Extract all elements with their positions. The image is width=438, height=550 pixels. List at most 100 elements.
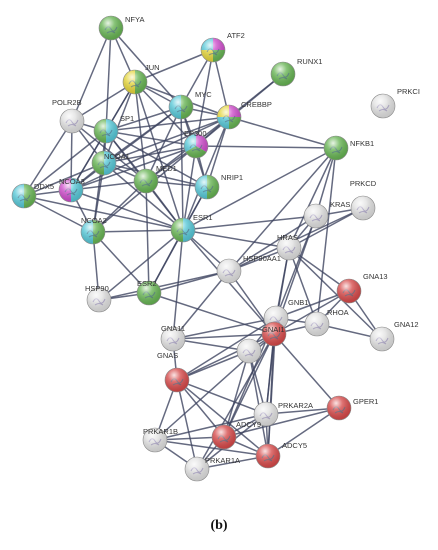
node-gna12[interactable]: GNA12 — [369, 320, 419, 352]
node-label-nrip1: NRIP1 — [221, 173, 243, 182]
edge-crebbp-nfkb1 — [228, 116, 337, 149]
node-gna11[interactable]: GNA11 — [160, 324, 186, 352]
node-polr2b[interactable]: POLR2B — [52, 98, 85, 134]
node-adcy9[interactable]: ADCY9 — [211, 420, 261, 450]
edge-gper1-adcy9 — [223, 407, 340, 438]
node-label-gnai1: GNAI1 — [262, 325, 285, 334]
edge-jun-ncoa1 — [103, 81, 136, 164]
node-gloss — [170, 217, 196, 243]
node-gloss — [136, 280, 162, 306]
edge-jun-ep300 — [134, 81, 197, 147]
node-adcy5[interactable]: ADCY5 — [255, 441, 307, 469]
node-prkar1a[interactable]: PRKAR1A — [184, 456, 240, 482]
node-label-esr1: ESR1 — [193, 213, 213, 222]
edge-myc-sp1 — [105, 106, 182, 132]
node-jun[interactable]: JUN — [122, 63, 160, 95]
node-label-prkar1b: PRKAR1B — [143, 427, 178, 436]
node-sp1[interactable]: SP1 — [93, 114, 134, 144]
edge-ncoa1-ddx5 — [23, 162, 105, 197]
node-med1[interactable]: MED1 — [133, 164, 177, 194]
node-label-adcy5: ADCY5 — [282, 441, 307, 450]
node-ncoa1[interactable]: NCOA1 — [91, 150, 130, 176]
node-gloss — [183, 133, 209, 159]
node-gloss — [80, 219, 106, 245]
edge-ep300-sp1 — [105, 130, 197, 147]
node-nfya[interactable]: NFYA — [98, 15, 144, 41]
node-prkar1b[interactable]: PRKAR1B — [142, 427, 178, 453]
edge-gnai1-gper1 — [273, 333, 340, 409]
edge-gnb1-gnas — [176, 317, 277, 381]
node-gper1[interactable]: GPER1 — [326, 395, 378, 421]
node-gloss — [98, 15, 124, 41]
node-hsp90aa1[interactable]: HSP90AA1 — [216, 254, 281, 284]
node-esr1[interactable]: ESR1 — [170, 213, 213, 243]
edge-gnai1-prkar1a — [196, 333, 275, 470]
edge-ncoa3-med1 — [70, 180, 147, 191]
edge-gna11-gnb1 — [172, 317, 277, 340]
node-runx1[interactable]: RUNX1 — [270, 57, 322, 87]
node-prkar2a[interactable]: PRKAR2A — [253, 401, 313, 427]
node-ncoa2[interactable]: NCOA2 — [80, 216, 107, 245]
node-gloss — [184, 456, 210, 482]
edge-polr2b-med1 — [71, 120, 147, 182]
node-label-kras: KRAS — [330, 200, 350, 209]
node-gloss — [270, 61, 296, 87]
edge-atf2-ep300 — [195, 49, 214, 147]
edge-ncoa2-esr1 — [92, 229, 184, 233]
edge-nfya-myc — [110, 27, 182, 108]
edge-gna11-gnai1 — [172, 333, 275, 340]
node-atf2[interactable]: ATF2 — [200, 31, 245, 63]
node-rhoa[interactable]: RHOA — [304, 308, 349, 337]
node-label-gna11: GNA11 — [161, 324, 185, 333]
node-label-med1: MED1 — [156, 164, 177, 173]
node-label-esr2: ESR2 — [137, 279, 157, 288]
edge-nfkb1-rhoa — [316, 147, 337, 325]
node-ddx5[interactable]: DDX5 — [11, 182, 54, 209]
node-gna13[interactable]: GNA13 — [336, 272, 388, 304]
node-gnas[interactable]: GNAS — [157, 351, 190, 393]
node-hsp90[interactable]: HSP90 — [85, 284, 112, 313]
edge-prkar1b-adcy5 — [154, 439, 269, 457]
node-crebbp[interactable]: CREBBP — [216, 100, 272, 130]
node-gloss — [304, 311, 330, 337]
node-label-prkar2a: PRKAR2A — [278, 401, 313, 410]
node-gnas2[interactable] — [236, 338, 262, 364]
node-gloss — [91, 150, 117, 176]
edge-nfya-polr2b — [71, 27, 112, 122]
node-nrip1[interactable]: NRIP1 — [194, 173, 243, 200]
node-label-ncoa3: NCOA3 — [59, 177, 85, 186]
node-gloss — [216, 258, 242, 284]
edge-kras-hsp90aa1 — [228, 215, 317, 272]
edge-sp1-nrip1 — [105, 130, 208, 188]
edge-gnas-adcy5 — [176, 379, 269, 457]
node-gloss — [276, 235, 302, 261]
edge-gnai1-gnas — [176, 333, 275, 381]
node-label-gper1: GPER1 — [353, 397, 378, 406]
edge-gnai1-prkar2a — [265, 333, 275, 415]
node-hras[interactable]: HRAS — [276, 233, 302, 261]
edge-gnas-gnas2 — [176, 350, 250, 381]
node-gloss — [194, 174, 220, 200]
edge-ep300-ncoa1 — [103, 145, 197, 164]
node-ncoa3[interactable]: NCOA3 — [58, 177, 85, 203]
node-gloss — [370, 93, 396, 119]
node-label-hsp90: HSP90 — [85, 284, 109, 293]
node-nfkb1[interactable]: NFKB1 — [323, 135, 374, 161]
node-label-ep300: EP300 — [184, 129, 207, 138]
node-esr2[interactable]: ESR2 — [136, 279, 162, 306]
node-kras[interactable]: KRAS — [303, 200, 350, 229]
edge-esr1-nfkb1 — [182, 147, 337, 231]
node-prkci[interactable]: PRKCI — [370, 87, 420, 119]
node-gloss — [211, 424, 237, 450]
node-gnai1[interactable]: GNAI1 — [261, 321, 287, 347]
edge-gnas2-adcy5 — [248, 350, 269, 457]
node-ep300[interactable]: EP300 — [183, 129, 209, 159]
node-gloss — [216, 104, 242, 130]
node-gloss — [58, 177, 84, 203]
edge-myc-med1 — [145, 106, 182, 182]
node-prkcd[interactable]: PRKCD — [350, 179, 377, 221]
edge-crebbp-sp1 — [105, 116, 230, 132]
node-myc[interactable]: MYC — [168, 90, 212, 120]
